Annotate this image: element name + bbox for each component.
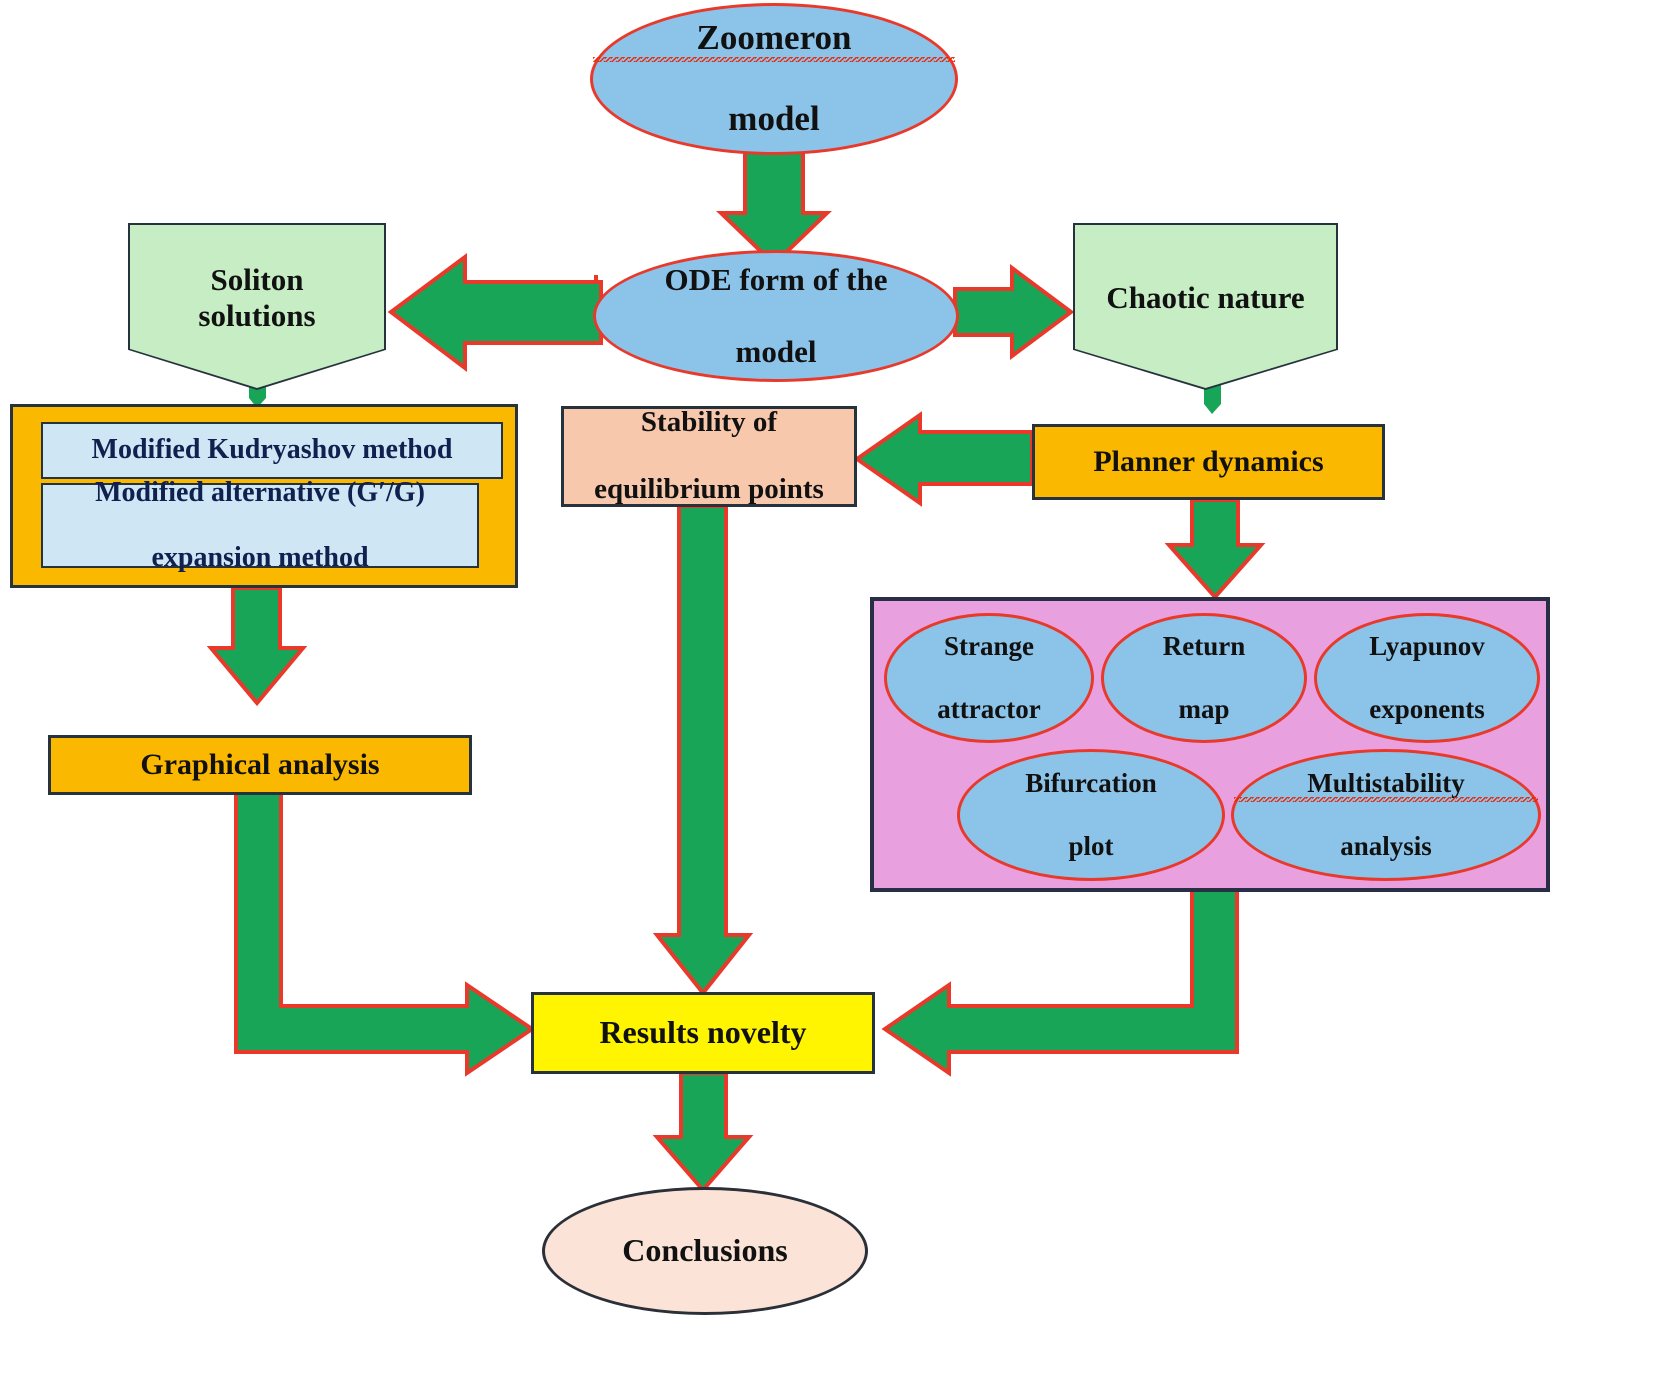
node-zoomeron-model[interactable]: Zoomeron model: [590, 3, 958, 155]
node-method-1-label: Modified Kudryashov method: [91, 434, 453, 466]
node-results-novelty[interactable]: Results novelty: [531, 992, 875, 1074]
node-strange-attractor[interactable]: Strange attractor: [884, 613, 1094, 743]
node-planner-dynamics-label: Planner dynamics: [1093, 444, 1324, 478]
node-lyapunov-exponents-line1: Lyapunov: [1369, 631, 1485, 662]
node-soliton-solutions[interactable]: Soliton solutions: [128, 223, 386, 390]
node-method-2-line2: expansion method: [151, 541, 369, 573]
node-soliton-solutions-line1: Soliton: [210, 261, 304, 297]
node-strange-attractor-line1: Strange: [944, 631, 1034, 662]
node-lyapunov-exponents-line2: exponents: [1369, 693, 1485, 724]
arrow-graphical-to-results: [234, 791, 536, 1077]
arrow-ode-to-soliton-body: [387, 253, 603, 373]
node-method-2-line1: Modified alternative (G′/G): [95, 476, 425, 508]
node-method-modified-alternative-gg[interactable]: Modified alternative (G′/G) expansion me…: [41, 477, 479, 573]
chaotic-pentagon-fill: [1075, 225, 1336, 388]
arrow-results-to-conclusions: [652, 1071, 754, 1194]
node-graphical-analysis[interactable]: Graphical analysis: [48, 735, 472, 795]
node-bifurcation-plot[interactable]: Bifurcation plot: [957, 749, 1225, 881]
node-methods-group[interactable]: Modified Kudryashov method Modified alte…: [10, 404, 518, 588]
node-ode-form-line1: ODE form of the: [664, 262, 888, 298]
node-zoomeron-model-line1: Zoomeron: [593, 18, 955, 62]
node-chaos-analysis-panel[interactable]: Strange attractor Return map Lyapunov ex…: [870, 597, 1550, 892]
node-ode-form-line2: model: [735, 333, 817, 369]
node-multistability-analysis-line1: Multistability: [1234, 768, 1538, 803]
node-zoomeron-model-line2: model: [728, 99, 820, 139]
node-stability-line2: equilibrium points: [594, 473, 824, 506]
node-chaotic-nature[interactable]: Chaotic nature: [1073, 223, 1338, 390]
arrow-methods-to-graphical: [206, 586, 308, 707]
node-chaotic-nature-label: Chaotic nature: [1106, 279, 1305, 315]
arrow-planner-to-stability: [853, 411, 1034, 507]
node-graphical-analysis-label: Graphical analysis: [140, 747, 380, 781]
arrow-ode-to-chaotic: [953, 264, 1075, 360]
node-ode-form[interactable]: ODE form of the model: [593, 250, 959, 382]
node-return-map-line2: map: [1178, 693, 1230, 724]
arrow-stability-to-results: [652, 504, 754, 997]
node-conclusions[interactable]: Conclusions: [542, 1187, 868, 1315]
arrow-zoomeron-to-ode: [716, 150, 832, 267]
node-conclusions-label: Conclusions: [622, 1232, 788, 1269]
node-lyapunov-exponents[interactable]: Lyapunov exponents: [1314, 613, 1540, 743]
node-bifurcation-plot-line1: Bifurcation: [1025, 768, 1157, 799]
node-return-map-line1: Return: [1162, 631, 1246, 662]
soliton-pentagon-fill: [130, 225, 384, 388]
node-multistability-analysis-line2: analysis: [1340, 830, 1432, 861]
node-planner-dynamics[interactable]: Planner dynamics: [1032, 424, 1385, 500]
node-strange-attractor-line2: attractor: [937, 693, 1041, 724]
node-bifurcation-plot-line2: plot: [1068, 830, 1114, 861]
arrow-planner-to-chaospanel: [1164, 498, 1266, 601]
node-stability-equilibrium-points[interactable]: Stability of equilibrium points: [561, 406, 857, 507]
arrow-chaotic-to-planner: [1204, 383, 1221, 414]
node-stability-line1: Stability of: [640, 406, 778, 439]
node-return-map[interactable]: Return map: [1101, 613, 1307, 743]
node-results-novelty-label: Results novelty: [599, 1014, 807, 1051]
node-method-modified-kudryashov[interactable]: Modified Kudryashov method: [41, 422, 503, 479]
arrow-chaospanel-to-results: [881, 888, 1239, 1077]
node-soliton-solutions-line2: solutions: [198, 297, 316, 333]
node-multistability-analysis[interactable]: Multistability analysis: [1231, 749, 1541, 881]
